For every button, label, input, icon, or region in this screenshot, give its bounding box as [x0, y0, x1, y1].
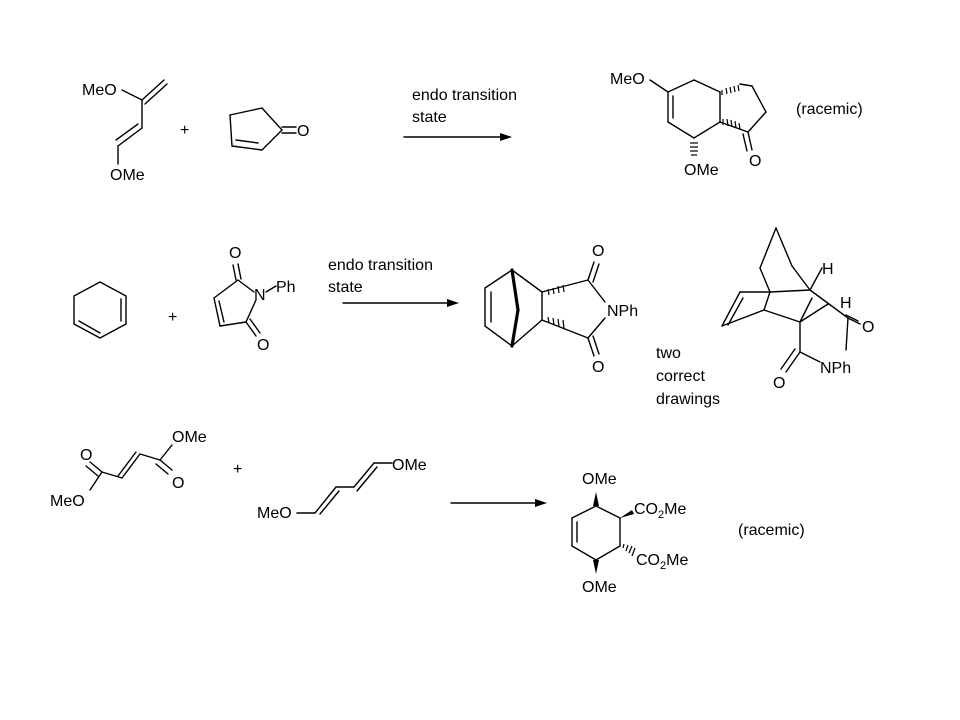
- r1-product-ome-label: OMe: [684, 162, 719, 179]
- r2-product-structure: O NPh O: [484, 243, 638, 376]
- reaction-2: + O N Ph O endo transition state: [73, 227, 874, 408]
- r3-meo-bottom: MeO: [50, 493, 85, 510]
- r3-racemic-note: (racemic): [738, 522, 805, 539]
- r2-maleimide-ph: Ph: [276, 279, 296, 296]
- r2-alt-h-mid: H: [840, 295, 852, 312]
- r3-o-left: O: [80, 447, 92, 464]
- r2-product-nph: NPh: [607, 303, 638, 320]
- r3-diene-ome: OMe: [392, 457, 427, 474]
- r2-maleimide-o-top: O: [229, 245, 241, 262]
- r1-racemic-note: (racemic): [796, 101, 863, 118]
- r2-diene-structure: [73, 281, 127, 339]
- r2-plus-sign: +: [168, 309, 177, 326]
- r2-maleimide-n: N: [254, 287, 266, 304]
- r2-alt-o-right: O: [862, 319, 874, 336]
- r1-dienophile-structure: O: [229, 107, 309, 151]
- r2-note-line1: two: [656, 345, 681, 362]
- r2-alternative-structure: H H O O NPh: [721, 227, 874, 392]
- r3-reaction-arrow: [450, 499, 547, 507]
- r2-alt-o-left: O: [773, 375, 785, 392]
- r1-product-ketone-o-label: O: [749, 153, 761, 170]
- r3-product-ome-top: OMe: [582, 471, 617, 488]
- r2-alt-nph: NPh: [820, 360, 851, 377]
- r2-note-line2: correct: [656, 368, 705, 385]
- r2-alt-h-top: H: [822, 261, 834, 278]
- r3-ester2: CO2Me: [636, 552, 688, 572]
- r1-condition-line2: state: [412, 109, 447, 126]
- r1-product-meo-label: MeO: [610, 71, 645, 88]
- r2-note: two correct drawings: [656, 345, 720, 408]
- reaction-3: OMe O O MeO + MeO OMe: [50, 429, 805, 596]
- r3-diene-meo: MeO: [257, 505, 292, 522]
- r2-maleimide-o-bottom: O: [257, 337, 269, 354]
- r3-o-right: O: [172, 475, 184, 492]
- r2-product-o-bottom: O: [592, 359, 604, 376]
- r3-ester1: CO2Me: [634, 501, 686, 521]
- r3-product-structure: OMe OMe CO2Me CO2Me: [571, 471, 688, 596]
- r1-plus-sign: +: [180, 122, 189, 139]
- r3-ome-top: OMe: [172, 429, 207, 446]
- r1-diene-meo-label: MeO: [82, 82, 117, 99]
- r3-diene-structure: MeO OMe: [257, 457, 427, 522]
- r2-reaction-arrow: endo transition state: [328, 257, 459, 307]
- r1-ketone-o-label: O: [297, 123, 309, 140]
- r1-reaction-arrow: endo transition state: [403, 87, 517, 141]
- r2-condition-line2: state: [328, 279, 363, 296]
- r2-dienophile-structure: O N Ph O: [213, 245, 296, 354]
- r1-diene-structure: MeO OMe: [82, 79, 168, 184]
- reaction-1: MeO OMe + O endo transition state: [82, 71, 863, 184]
- r1-product-structure: MeO O: [610, 71, 767, 179]
- r1-condition-line1: endo transition: [412, 87, 517, 104]
- r3-product-ome-bottom: OMe: [582, 579, 617, 596]
- r1-diene-ome-label: OMe: [110, 167, 145, 184]
- r3-dienophile-structure: OMe O O MeO: [50, 429, 207, 510]
- r3-plus-sign: +: [233, 461, 242, 478]
- r2-product-o-top: O: [592, 243, 604, 260]
- r2-condition-line1: endo transition: [328, 257, 433, 274]
- r2-note-line3: drawings: [656, 391, 720, 408]
